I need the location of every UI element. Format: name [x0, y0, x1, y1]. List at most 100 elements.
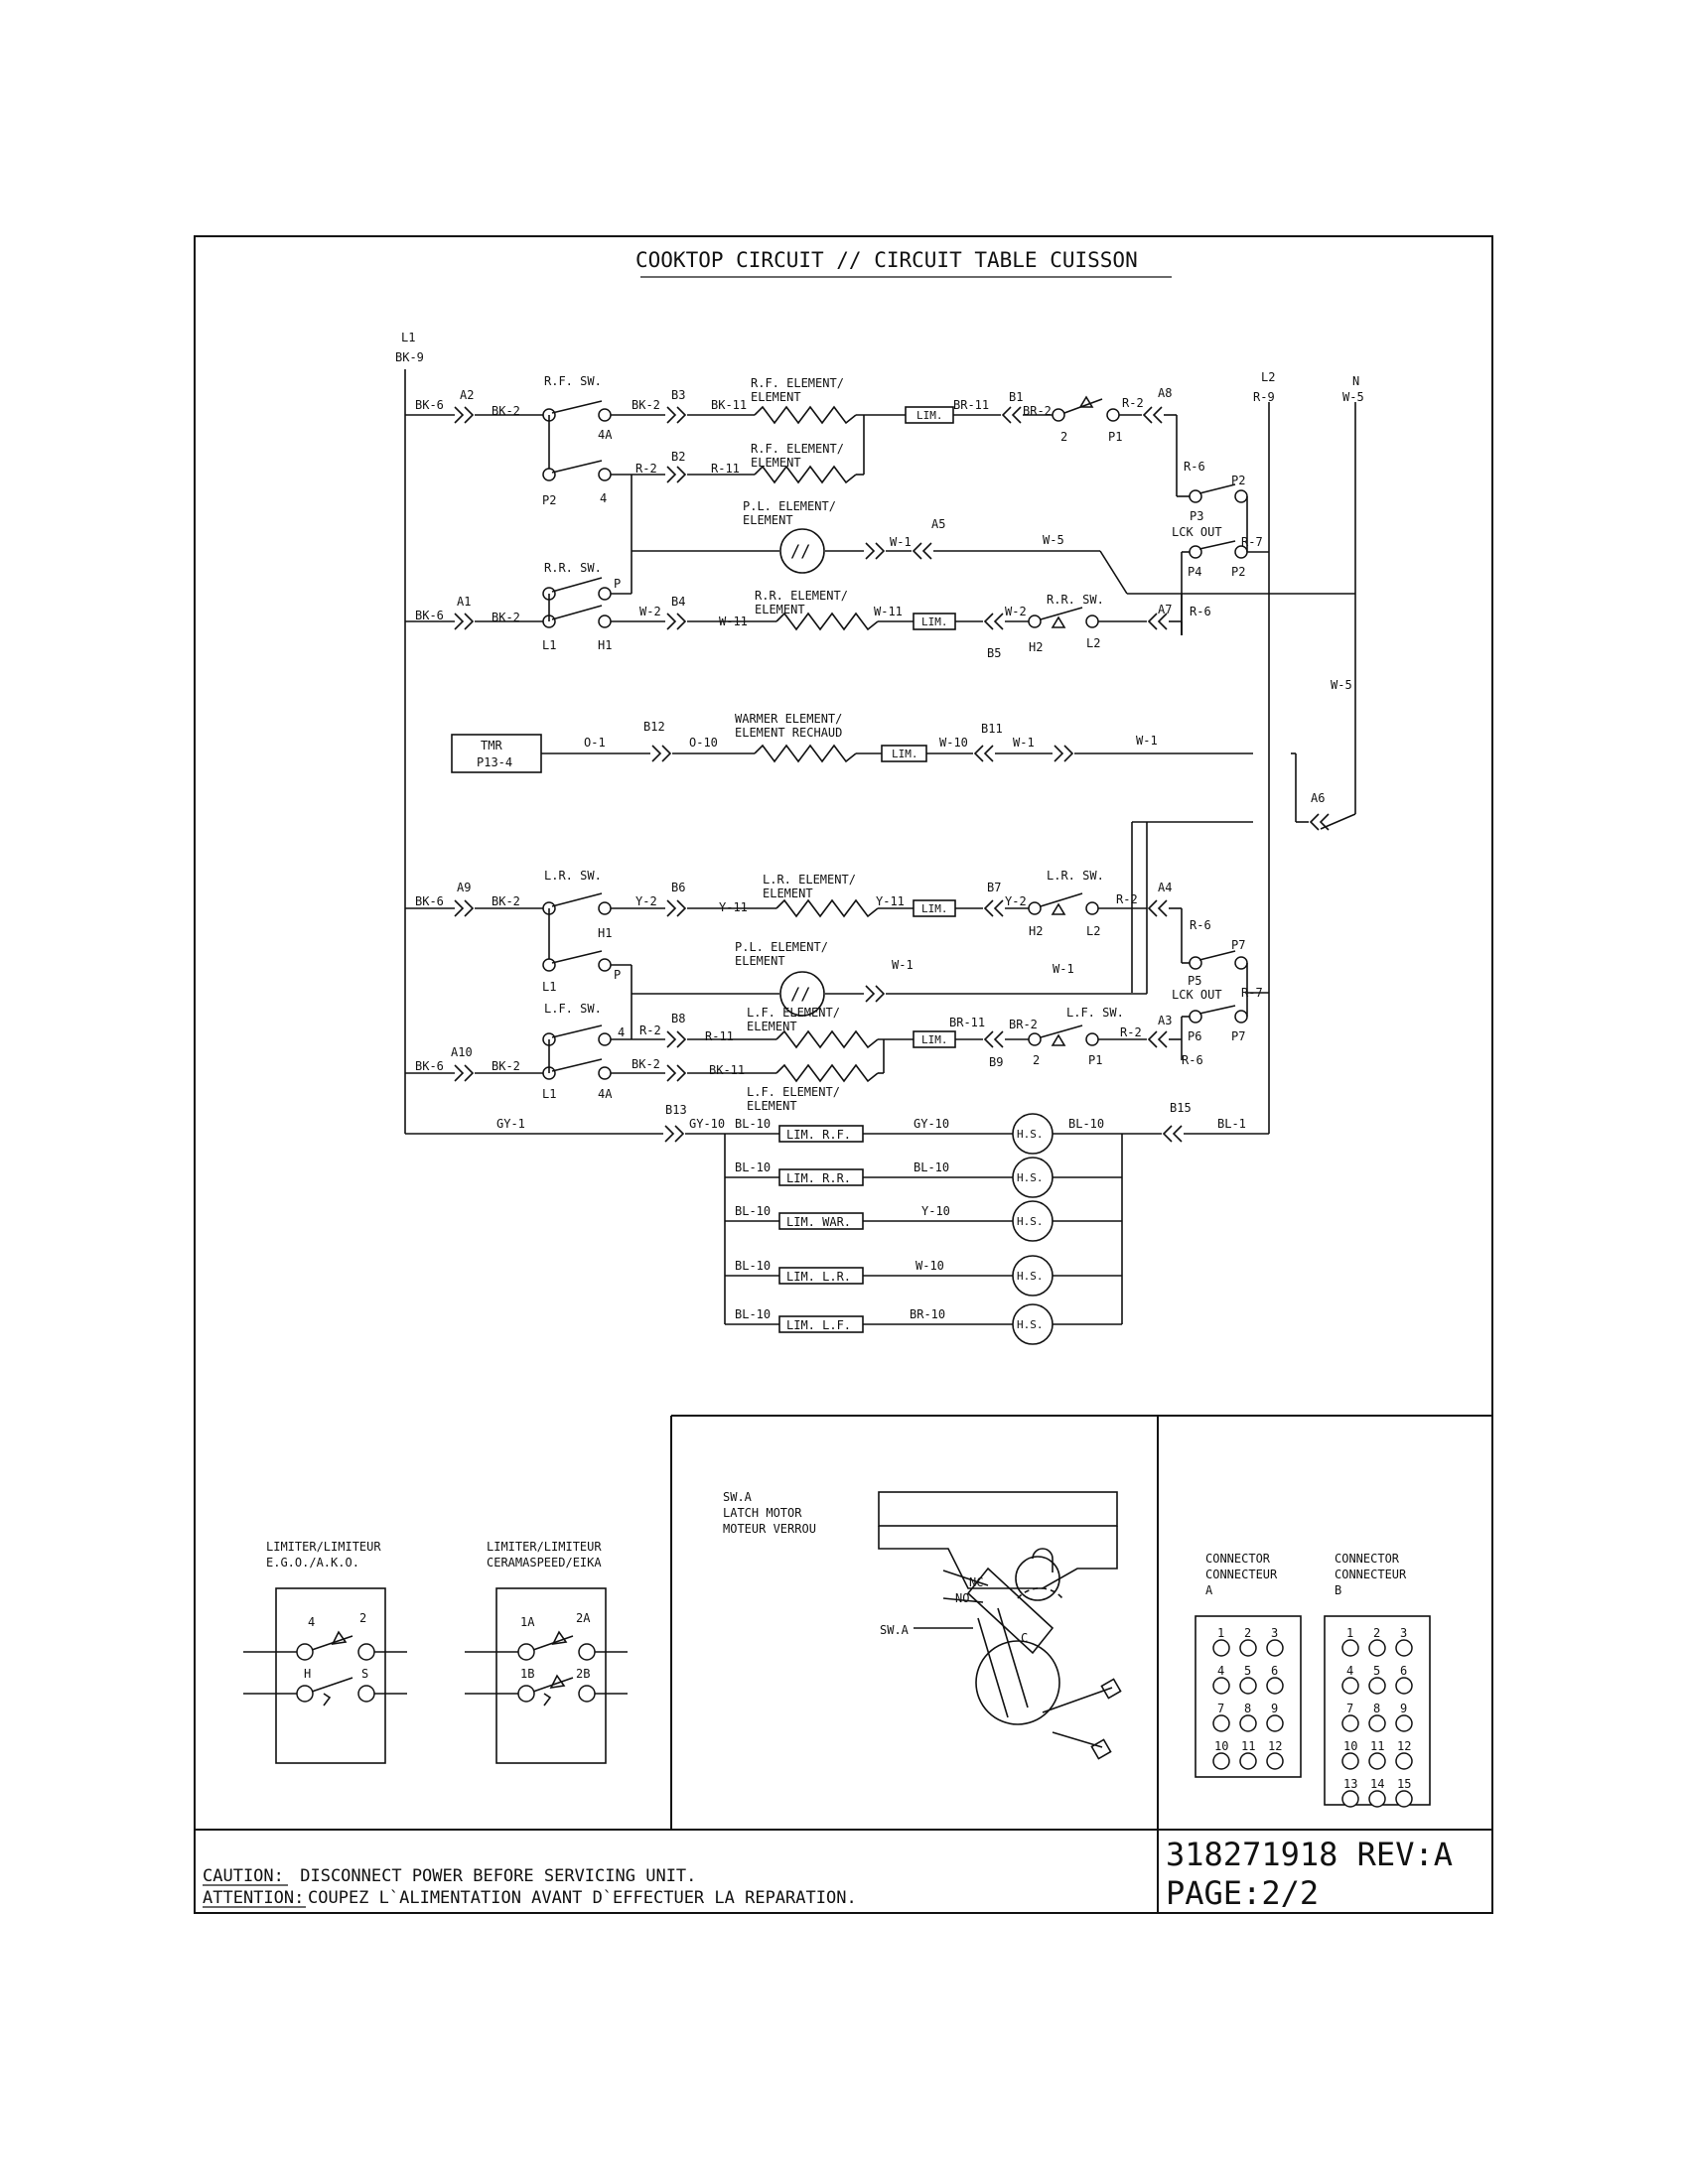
rf-b2: B2 [671, 450, 685, 464]
connector-pin [1266, 1677, 1284, 1695]
upper-pl-label-2: ELEMENT [743, 513, 793, 527]
hs-b15: B15 [1170, 1101, 1192, 1115]
sheet-frame [194, 235, 1493, 1914]
attention-text: COUPEZ L`ALIMENTATION AVANT D`EFFECTUER … [308, 1888, 857, 1908]
connector-pin-label: 12 [1397, 1739, 1411, 1753]
lower-pl-label-2: ELEMENT [735, 954, 785, 968]
hs-gy1: GY-1 [496, 1117, 525, 1131]
upper-lockout-p4: P4 [1188, 565, 1201, 579]
connector-pin [1239, 1752, 1257, 1770]
connector-pin-label: 6 [1400, 1664, 1407, 1678]
rr-a1: A1 [457, 595, 471, 609]
diagram-title: COOKTOP CIRCUIT // CIRCUIT TABLE CUISSON [635, 248, 1138, 272]
warmer-b11: B11 [981, 722, 1003, 736]
connector-a-title: CONNECTOR [1205, 1552, 1271, 1566]
upper-lockout-r7: R-7 [1241, 535, 1263, 549]
page-number: PAGE:2/2 [1166, 1874, 1319, 1912]
hs-row-wire: BL-10 [914, 1160, 949, 1174]
lower-lockout-switch [1181, 950, 1269, 1060]
lower-lockout-p7b: P7 [1231, 1029, 1245, 1043]
lr-switch-label: L.R. SW. [544, 869, 602, 883]
lower-pl-w1: W-1 [892, 958, 914, 972]
connector-pin-label: 12 [1268, 1739, 1282, 1753]
latch-no: NO [955, 1591, 969, 1605]
lr-lim: LIM. [921, 902, 948, 915]
hs-row-lead: BL-10 [735, 1204, 771, 1218]
lf-t4a: 4A [598, 1087, 613, 1101]
timer-pin: P13-4 [477, 755, 512, 769]
connector-pin-label: 8 [1373, 1702, 1380, 1715]
connector-pin [1368, 1752, 1386, 1770]
lr-bk2: BK-2 [492, 894, 520, 908]
limiter-cera-subtitle: CERAMASPEED/EIKA [487, 1556, 602, 1570]
power-buses [404, 369, 1356, 1134]
lf-a3: A3 [1158, 1014, 1172, 1027]
lr-l1: L1 [542, 980, 556, 994]
connector-pin-label: 13 [1343, 1777, 1357, 1791]
limiter-ego-title: LIMITER/LIMITEUR [266, 1540, 381, 1554]
connector-pin-label: 3 [1400, 1626, 1407, 1640]
connector-pin [1395, 1677, 1413, 1695]
lf-bk11: BK-11 [709, 1063, 745, 1077]
rf-br2: BR-2 [1023, 404, 1052, 418]
rr-w11: W-11 [719, 614, 748, 628]
warmer-w10: W-10 [939, 736, 968, 750]
warmer-o1: O-1 [584, 736, 606, 750]
limiter-ego-pin-4: 4 [308, 1615, 315, 1629]
connector-pin-label: 6 [1271, 1664, 1278, 1678]
lr-bk6: BK-6 [415, 894, 444, 908]
n-label: N [1352, 374, 1359, 388]
hs-row-lead: BL-10 [735, 1117, 771, 1131]
rf-lim: LIM. [916, 409, 943, 422]
rf-a2: A2 [460, 388, 474, 402]
warmer-o10: O-10 [689, 736, 718, 750]
connector-pin [1239, 1639, 1257, 1657]
connector-pin [1341, 1639, 1359, 1657]
rf-p2: P2 [542, 493, 556, 507]
rf-switch-label: R.F. SW. [544, 374, 602, 388]
part-number: 318271918 REV:A [1166, 1836, 1453, 1873]
lr-r2: R-2 [1116, 892, 1138, 906]
hot-surface-row: BL-10 LIM. R.F. GY-10 H.S. [725, 1113, 1122, 1155]
connector-pin [1395, 1714, 1413, 1732]
connector-pin-label: 14 [1370, 1777, 1384, 1791]
lr-a9: A9 [457, 881, 471, 894]
warmer-element-coil [754, 744, 857, 763]
rr-element-coil [775, 612, 879, 631]
rr-switch-label: R.R. SW. [544, 561, 602, 575]
latch-title-2: LATCH MOTOR [723, 1506, 802, 1520]
connector-pin [1212, 1677, 1230, 1695]
lr-element-coil [775, 898, 879, 918]
lr-y11: Y-11 [719, 900, 748, 914]
hs-row-hs: H.S. [1017, 1171, 1044, 1184]
connector-pin [1212, 1714, 1230, 1732]
lr-b7: B7 [987, 881, 1001, 894]
rf-element2-label: R.F. ELEMENT/ [751, 442, 844, 456]
rf-a8: A8 [1158, 386, 1172, 400]
hs-row-lead: BL-10 [735, 1307, 771, 1321]
connector-pin-label: 5 [1244, 1664, 1251, 1678]
connector-pin-label: 8 [1244, 1702, 1251, 1715]
rf-circuit [405, 395, 1190, 551]
lf-element-label: L.F. ELEMENT/ [747, 1006, 840, 1020]
limiter-ego-pin-s: S [361, 1667, 368, 1681]
lf-element-coil [775, 1029, 879, 1049]
hs-row-lead: BL-10 [735, 1160, 771, 1174]
rr-w2: W-2 [639, 605, 661, 618]
lower-pl-symbol: // [790, 985, 810, 1005]
hs-row-lim: LIM. L.F. [786, 1318, 851, 1332]
lf-r6: R-6 [1182, 1053, 1203, 1067]
hs-row-hs: H.S. [1017, 1270, 1044, 1283]
lower-lockout-label: LCK OUT [1172, 988, 1222, 1002]
rf-element2-label-2: ELEMENT [751, 456, 801, 470]
limiter-ceramaspeed-diagram [465, 1587, 628, 1764]
rr-b4: B4 [671, 595, 685, 609]
connector-pin-label: 7 [1346, 1702, 1353, 1715]
connector-pin [1368, 1790, 1386, 1808]
rr-a7: A7 [1158, 603, 1172, 616]
hs-bl10-top: BL-10 [1068, 1117, 1104, 1131]
connector-pin [1368, 1639, 1386, 1657]
warmer-circuit [451, 734, 1330, 993]
lr-y11b: Y-11 [876, 894, 905, 908]
connector-pin-label: 10 [1214, 1739, 1228, 1753]
